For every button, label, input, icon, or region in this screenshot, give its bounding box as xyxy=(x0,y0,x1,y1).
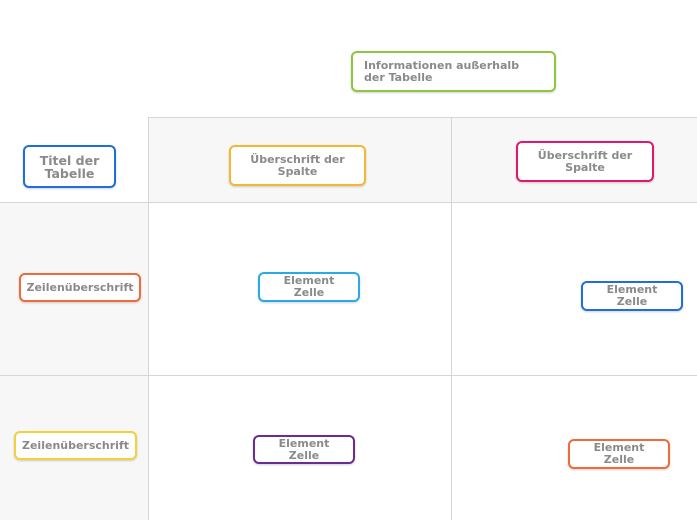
cell-node-r2-c1[interactable]: Element Zelle xyxy=(253,435,355,464)
grid-line-second-column xyxy=(451,117,452,520)
cell-label-r1-c2: Element Zelle xyxy=(606,283,658,308)
column-header-label-2: Überschrift der Spalte xyxy=(537,148,633,174)
table-title-label: Titel der Tabelle xyxy=(39,152,100,181)
row-header-node-2[interactable]: Zeilenüberschrift xyxy=(14,431,137,460)
cell-node-r1-c2[interactable]: Element Zelle xyxy=(581,281,683,311)
outside-info-label: Informationen außerhalb der Tabelle xyxy=(364,58,520,84)
grid-line-row-divider xyxy=(0,375,697,376)
cell-node-r1-c1[interactable]: Element Zelle xyxy=(258,272,360,302)
outside-info-node[interactable]: Informationen außerhalb der Tabelle xyxy=(351,51,556,92)
cell-label-r2-c2: Element Zelle xyxy=(593,441,645,466)
row-header-label-1: Zeilenüberschrift xyxy=(26,280,134,294)
cell-label-r2-c1: Element Zelle xyxy=(278,436,330,462)
row-header-label-2: Zeilenüberschrift xyxy=(22,438,129,452)
cell-label-r1-c1: Element Zelle xyxy=(283,274,335,299)
row-header-node-1[interactable]: Zeilenüberschrift xyxy=(19,273,141,302)
table-title-node[interactable]: Titel der Tabelle xyxy=(23,145,116,188)
row-header-band xyxy=(0,203,148,520)
column-header-node-1[interactable]: Überschrift der Spalte xyxy=(229,145,366,186)
cell-node-r2-c2[interactable]: Element Zelle xyxy=(568,439,670,469)
column-header-node-2[interactable]: Überschrift der Spalte xyxy=(516,141,654,182)
grid-line-top xyxy=(148,117,697,118)
column-header-label-1: Überschrift der Spalte xyxy=(250,152,345,178)
grid-line-header-bottom xyxy=(0,202,697,203)
grid-line-first-column xyxy=(148,117,149,520)
